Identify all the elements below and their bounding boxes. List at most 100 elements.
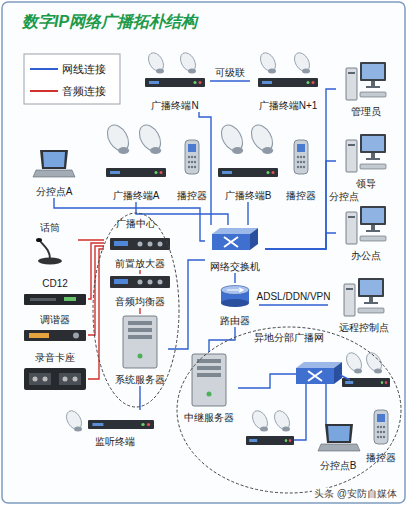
speaker-icon xyxy=(103,121,133,154)
terminal-icon xyxy=(246,436,294,445)
cassette-deck-icon xyxy=(24,368,86,390)
network-connector xyxy=(247,202,248,225)
node-label: 广播终端B xyxy=(225,190,272,202)
terminal-icon xyxy=(106,168,166,177)
node-label: 录音卡座 xyxy=(35,352,75,364)
handheld-icon xyxy=(294,140,308,174)
speaker-icon xyxy=(257,50,278,74)
speaker-icon xyxy=(247,121,277,154)
legend-sample-line xyxy=(30,90,58,92)
router-icon xyxy=(221,286,249,308)
node-label: 分控点B xyxy=(320,460,357,472)
rack-device-icon xyxy=(110,276,170,288)
audio-connector xyxy=(88,249,104,379)
network-connector xyxy=(199,112,211,225)
laptop-icon xyxy=(318,424,360,451)
audio-connector xyxy=(139,270,140,274)
watermark: 头条 @安防自媒体 xyxy=(312,488,399,500)
tuner-icon xyxy=(24,330,86,341)
audio-connector xyxy=(88,246,104,335)
network-connector xyxy=(234,273,235,283)
audio-connector xyxy=(139,308,140,314)
terminal-icon xyxy=(88,420,154,429)
server-icon xyxy=(192,354,226,406)
node-label: 监听终端 xyxy=(95,436,135,448)
edge-label: 可级联 xyxy=(213,67,247,79)
legend-box xyxy=(24,54,120,104)
device-node: 录音卡座 xyxy=(22,352,88,396)
switch-icon xyxy=(296,362,342,384)
laptop-icon xyxy=(33,150,75,177)
legend-sample-line xyxy=(30,68,58,70)
device-node: 话筒 xyxy=(22,222,78,266)
device-node: 领导 xyxy=(336,132,396,190)
region-label: 异地分部广播网 xyxy=(254,332,324,344)
handheld-icon xyxy=(185,140,199,174)
device-node: 播控器 xyxy=(175,128,209,202)
speaker-icon xyxy=(217,121,247,154)
speaker-icon xyxy=(63,408,84,432)
microphone-head xyxy=(36,238,42,242)
speaker-icon xyxy=(177,50,198,74)
device-node: 音频均衡器 xyxy=(104,274,176,308)
legend-text: 音频连接 xyxy=(62,84,106,98)
region-label: 广播中心 xyxy=(116,218,156,230)
microphone-neck xyxy=(40,241,50,259)
device-node: 调谐器 xyxy=(22,314,88,346)
device-node: CD12 xyxy=(22,278,88,310)
node-label: 远程控制点 xyxy=(339,322,389,334)
network-connector xyxy=(168,260,205,349)
device-node: 前置放大器 xyxy=(104,236,176,270)
node-label: 广播终端N+1 xyxy=(259,100,318,112)
device-node: 广播终端A xyxy=(98,122,174,202)
node-label: 领导 xyxy=(356,178,376,190)
switch-icon xyxy=(212,228,258,250)
node-label: 调谐器 xyxy=(40,314,70,326)
device-node: 广播终端N+1 xyxy=(250,50,326,112)
device-node: 路由器 xyxy=(211,283,259,327)
node-label: 话筒 xyxy=(40,222,60,234)
handheld-icon xyxy=(374,410,388,444)
device-node: 监听终端 xyxy=(60,410,170,448)
node-label: 播控器 xyxy=(286,190,316,202)
network-wire xyxy=(294,384,306,440)
network-connector xyxy=(54,198,205,241)
computer-icon xyxy=(346,62,386,100)
region-outline xyxy=(93,213,179,407)
node-label: 广播终端A xyxy=(113,190,160,202)
node-label: 管理员 xyxy=(351,106,381,118)
node-label: 音频均衡器 xyxy=(115,296,165,308)
computer-icon xyxy=(344,278,384,316)
terminal-icon xyxy=(145,78,205,87)
node-label: 路由器 xyxy=(220,315,250,327)
device-node: 广播终端B xyxy=(214,122,282,202)
device-node: 中继服务器 xyxy=(180,352,238,424)
speaker-icon xyxy=(271,408,292,432)
device-node: 办公点 xyxy=(336,204,396,262)
computer-icon xyxy=(346,206,386,244)
device-node: 网络交换机 xyxy=(205,225,265,273)
network-wire xyxy=(325,384,326,424)
node-label: 分控点A xyxy=(36,186,73,198)
network-connector xyxy=(210,80,250,81)
cd-player-icon xyxy=(24,294,86,305)
computer-icon xyxy=(346,134,386,172)
network-connector xyxy=(259,304,328,305)
network-connector xyxy=(265,161,336,249)
node-label: 办公点 xyxy=(351,250,381,262)
device-node: 管理员 xyxy=(336,60,396,118)
node-label: 网络交换机 xyxy=(210,261,260,273)
device-node: 分控点A xyxy=(20,142,88,198)
speaker-icon xyxy=(145,50,166,74)
legend-text: 网线连接 xyxy=(62,62,106,76)
node-label: 播控器 xyxy=(177,190,207,202)
region-outline xyxy=(177,327,401,493)
speaker-icon xyxy=(343,350,364,374)
node-label: 中继服务器 xyxy=(184,412,234,424)
annotation-label: 分控点 xyxy=(329,191,359,203)
node-label: 系统服务器 xyxy=(115,374,165,386)
